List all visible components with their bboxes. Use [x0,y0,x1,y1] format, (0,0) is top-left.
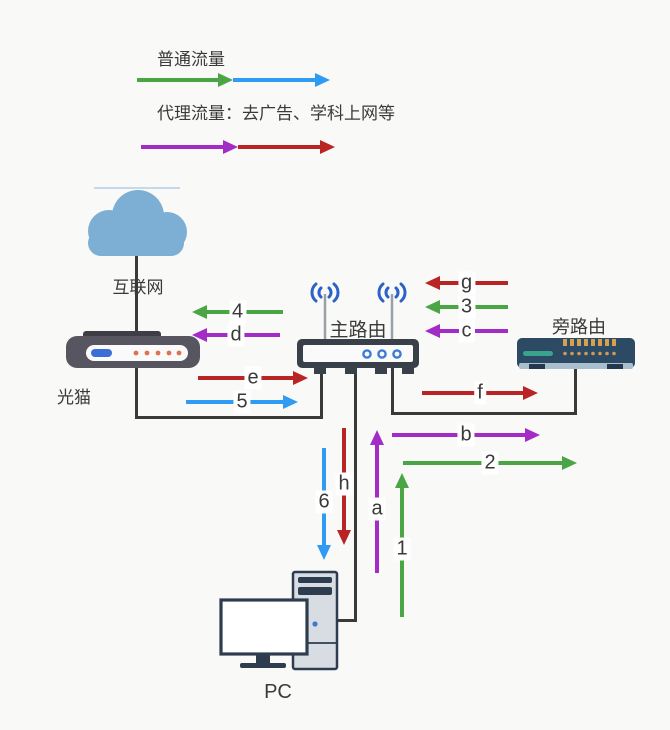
arrow-h: h [335,428,353,545]
arrow-3: 3 [425,295,508,319]
legend-proxy-purple-arrow [141,140,238,154]
arrow-e: e [198,366,308,390]
pc-label: PC [264,681,292,703]
legend-normal-blue-arrow [233,73,330,87]
side-router-label: 旁路由 [552,317,606,337]
modem-label: 光猫 [57,388,91,407]
internet-cloud-icon [88,187,187,256]
main-router-label: 主路由 [329,320,387,341]
cable-router-left-up [320,369,323,419]
cable-router-right-down [391,368,394,415]
side-router-icon [517,338,635,369]
internet-label: 互联网 [112,278,164,297]
arrow-g: g [425,271,508,295]
arrow-2: 2 [403,451,577,475]
arrow-1: 1 [393,473,411,617]
cable-modem-router-horizontal [135,416,323,419]
legend-proxy-label: 代理流量：去广告、学科上网等 [157,104,395,123]
cable-router-sider-horizontal [391,412,577,415]
modem-icon [66,331,200,368]
arrow-f: f [422,381,538,405]
arrow-6: 6 [315,448,333,560]
cable-sider-up [574,368,577,415]
arrow-c: c [425,319,508,343]
arrow-d: d [192,323,280,347]
cable-router-pc-vertical [354,368,357,622]
cable-modem-down [135,364,138,419]
arrow-a: a [368,430,386,573]
main-router-icon [297,282,419,374]
cable-router-pc-horizontal [333,619,357,622]
cable-internet-modem [135,250,138,336]
pc-icon [219,570,339,671]
legend-proxy-red-arrow [238,140,335,154]
legend-normal-green-arrow [137,73,233,87]
arrow-5: 5 [186,390,298,414]
legend-normal-label: 普通流量 [157,50,225,69]
arrow-b: b [392,423,540,447]
arrow-4: 4 [192,300,283,324]
